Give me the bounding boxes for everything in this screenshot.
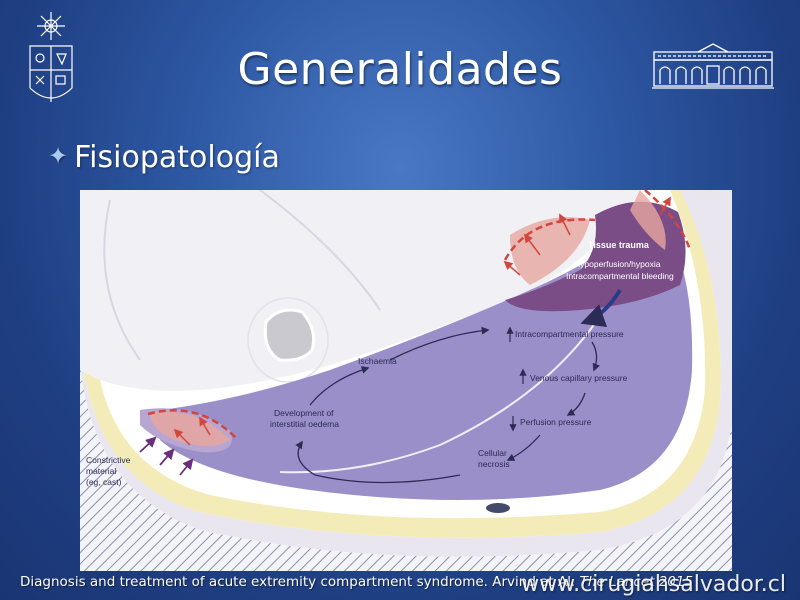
label-constrictive: Constrictive	[86, 455, 131, 465]
building-facade-icon	[652, 43, 774, 89]
building-logo	[650, 40, 776, 92]
four-point-star-icon: ✦	[48, 142, 69, 170]
label-cellular: Cellular	[478, 448, 507, 458]
label-ischaemia: Ischaemia	[358, 356, 397, 366]
diagram-svg: Tissue trauma Hypoperfusion/hypoxia Intr…	[80, 190, 732, 571]
label-material: material	[86, 466, 116, 476]
university-crest-logo	[26, 10, 76, 110]
bullet-item: ✦Fisiopatología	[48, 140, 280, 175]
caption-text: Diagnosis and treatment of acute extremi…	[20, 574, 580, 590]
cycle-arrow-ischaemia-to-pressure	[389, 326, 490, 361]
label-eg-cast: (eg, cast)	[86, 477, 122, 487]
compartment-syndrome-diagram: Tissue trauma Hypoperfusion/hypoxia Intr…	[80, 190, 732, 571]
skin-layer	[80, 190, 732, 557]
label-intracompartmental-pressure: Intracompartmental pressure	[515, 329, 624, 339]
cycle-arrow-necrosis-to-oedema	[295, 440, 461, 484]
cycle-arrow-venous-down	[566, 392, 586, 416]
cast-layer	[80, 360, 732, 571]
tissue-trauma-blob	[505, 201, 686, 312]
label-venous-capillary-pressure: Venous capillary pressure	[530, 373, 628, 383]
website-watermark: www.cirugiahsalvador.cl	[521, 572, 786, 597]
fascia-layer	[80, 190, 721, 538]
caption-journal: The Lancet 2015	[579, 574, 694, 590]
label-necrosis: necrosis	[478, 459, 510, 469]
label-development-of: Development of	[274, 408, 334, 418]
label-tissue-trauma: Tissue trauma	[588, 240, 650, 250]
label-bleeding: Intracompartmental bleeding	[566, 271, 674, 281]
slide-title: Generalidades	[237, 44, 563, 95]
label-interstitial-oedema: interstitial oedema	[270, 419, 339, 429]
cycle-arrow-pressure-down	[591, 341, 600, 372]
label-perfusion-pressure: Perfusion pressure	[520, 417, 592, 427]
cycle-arrow-oedema-to-ischaemia	[309, 366, 370, 406]
cycle-arrow-perfusion-to-necrosis	[506, 434, 541, 461]
university-crest-icon	[29, 12, 73, 102]
bullet-text: Fisiopatología	[74, 140, 280, 175]
label-hypoperfusion: Hypoperfusion/hypoxia	[574, 259, 661, 269]
bone-shape	[263, 308, 316, 362]
upper-tissue	[80, 190, 640, 391]
figure-caption: Diagnosis and treatment of acute extremi…	[20, 574, 693, 590]
